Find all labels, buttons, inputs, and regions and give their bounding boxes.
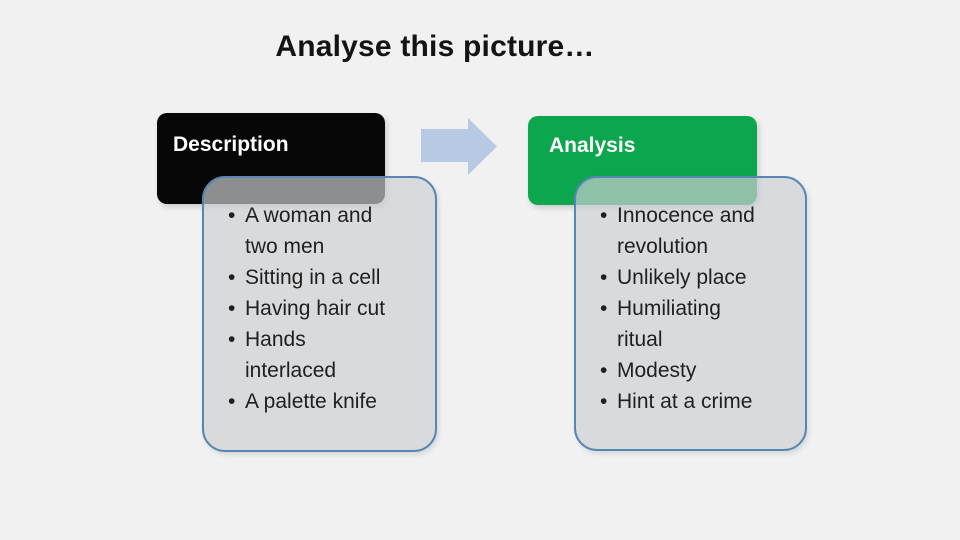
bullet-line: Innocence and	[617, 204, 755, 227]
bullet-text: Having hair cut	[245, 293, 423, 324]
list-item: • Sitting in a cell	[228, 262, 423, 293]
bullet-icon: •	[600, 297, 608, 320]
bullet-text: Hint at a crime	[617, 386, 793, 417]
bullet-icon: •	[600, 204, 608, 227]
bullet-line: Sitting in a cell	[245, 266, 381, 289]
bullet-text: Sitting in a cell	[245, 262, 423, 293]
list-item: • Unlikely place	[600, 262, 793, 293]
list-item: • Having hair cut	[228, 293, 423, 324]
bullet-line: Modesty	[617, 359, 697, 382]
bullet-line: Humiliating	[617, 297, 721, 320]
list-item: • Hands interlaced	[228, 324, 423, 386]
bullet-line: Hint at a crime	[617, 390, 753, 413]
bullet-line: interlaced	[245, 359, 337, 382]
bullet-icon: •	[228, 390, 236, 413]
bullet-text: A palette knife	[245, 386, 423, 417]
list-item: • Modesty	[600, 355, 793, 386]
bullet-icon: •	[600, 266, 608, 289]
bullet-line: Having hair cut	[245, 297, 386, 320]
bullet-text: Modesty	[617, 355, 793, 386]
bullet-icon: •	[600, 359, 608, 382]
bullet-icon: •	[228, 204, 236, 227]
bullet-text: Hands interlaced	[245, 324, 423, 386]
list-item: • Hint at a crime	[600, 386, 793, 417]
bullet-icon: •	[228, 328, 236, 351]
bullet-icon: •	[228, 297, 236, 320]
bullet-text: Humiliating ritual	[617, 293, 793, 355]
bullet-text: Unlikely place	[617, 262, 793, 293]
bullet-line: A palette knife	[245, 390, 377, 413]
list-item: • Humiliating ritual	[600, 293, 793, 355]
list-item: • A palette knife	[228, 386, 423, 417]
slide-title: Analyse this picture…	[275, 30, 595, 63]
analysis-header-label: Analysis	[549, 134, 636, 157]
bullet-line: A woman and	[245, 204, 373, 227]
list-item: • Innocence and revolution	[600, 200, 793, 262]
list-item: • A woman and two men	[228, 200, 423, 262]
bullet-text: A woman and two men	[245, 200, 423, 262]
bullet-text: Innocence and revolution	[617, 200, 793, 262]
description-panel: • A woman and two men • Sitting in a cell • Ha…	[202, 176, 437, 452]
bullet-line: Unlikely place	[617, 266, 747, 289]
bullet-line: revolution	[617, 235, 709, 258]
bullet-line: Hands	[245, 328, 306, 351]
right-block-arrow-icon	[421, 118, 497, 175]
bullet-line: ritual	[617, 328, 663, 351]
bullet-icon: •	[600, 390, 608, 413]
bullet-icon: •	[228, 266, 236, 289]
bullet-line: two men	[245, 235, 325, 258]
description-header-label: Description	[173, 133, 289, 156]
